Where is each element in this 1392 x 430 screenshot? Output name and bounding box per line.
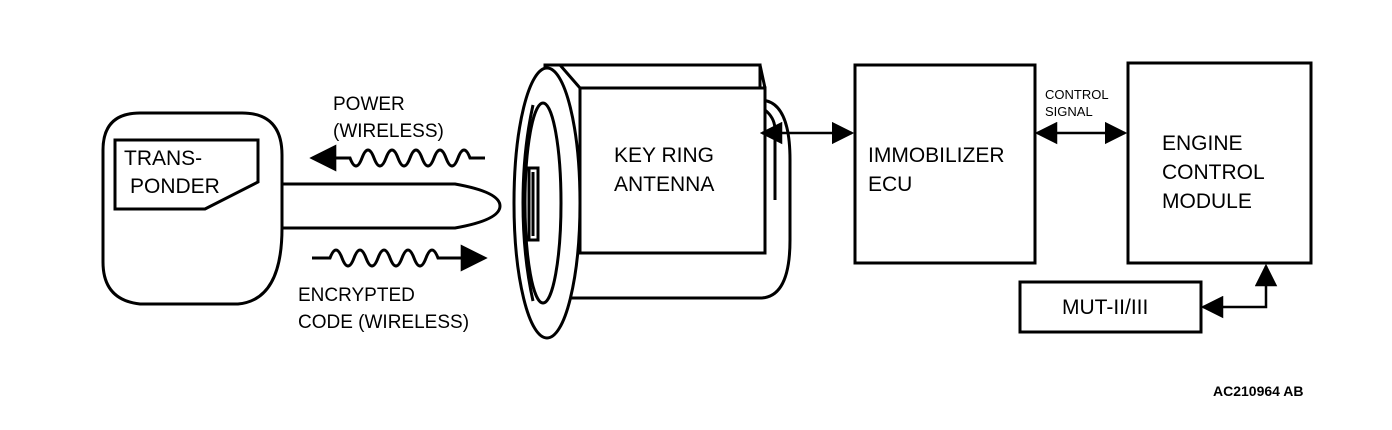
immobilizer-ecu-box xyxy=(853,63,1037,265)
key-blade xyxy=(270,182,502,230)
figure-reference: AC210964 AB xyxy=(1213,383,1304,399)
power-label-line2: (WIRELESS) xyxy=(333,121,444,142)
power-label-line1: POWER xyxy=(333,94,405,115)
transponder-chip xyxy=(113,138,260,211)
ecm-label-line1: ENGINE xyxy=(1162,132,1243,155)
key xyxy=(101,111,502,306)
encrypted-label-line2: CODE (WIRELESS) xyxy=(298,312,469,333)
control-signal-line2: SIGNAL xyxy=(1045,104,1093,119)
power-wave xyxy=(309,144,485,172)
transponder-label-line2: PONDER xyxy=(130,175,220,198)
key-ring-antenna xyxy=(512,63,792,340)
ecm-label-line2: CONTROL xyxy=(1162,161,1265,184)
antenna-label-line1: KEY RING xyxy=(614,144,714,167)
engine-control-module-box xyxy=(1126,61,1313,265)
ecm-label-line3: MODULE xyxy=(1162,190,1252,213)
mut-box xyxy=(1018,280,1203,334)
encrypted-code-wave xyxy=(312,244,488,272)
immobilizer-label-line1: IMMOBILIZER xyxy=(868,144,1005,167)
encrypted-label-line1: ENCRYPTED xyxy=(298,285,415,306)
immobilizer-label-line2: ECU xyxy=(868,173,912,196)
transponder-label-line1: TRANS- xyxy=(124,147,202,170)
control-signal-line1: CONTROL xyxy=(1045,87,1109,102)
mut-label: MUT-II/III xyxy=(1062,296,1148,319)
antenna-label-line2: ANTENNA xyxy=(614,173,714,196)
mut-ecm-link xyxy=(1200,263,1278,319)
